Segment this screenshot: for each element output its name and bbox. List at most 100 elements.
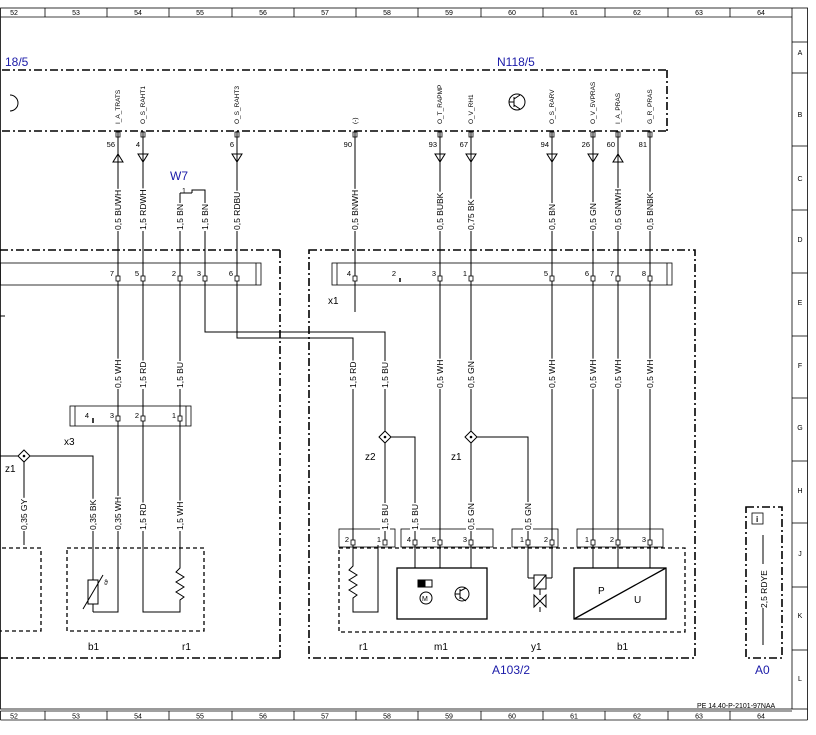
column-label: 52 xyxy=(10,10,18,17)
x1-pin-number: 6 xyxy=(585,269,589,278)
wire-label: 0,5 GN xyxy=(588,203,598,230)
x1-pin-number: 2 xyxy=(392,269,396,278)
a0-label: A0 xyxy=(755,663,770,677)
ecu-signal-name: G_R_PRAS xyxy=(647,89,654,124)
pump-motor-box xyxy=(396,567,488,620)
column-label: 56 xyxy=(259,10,267,17)
splice-z2-label: z2 xyxy=(365,452,376,463)
wires xyxy=(0,131,651,545)
wire-label: 1,5 RD xyxy=(138,362,148,388)
column-label: 64 xyxy=(757,714,765,721)
wire-label-bg xyxy=(588,202,598,231)
column-label: 58 xyxy=(383,10,391,17)
wire-label-bg xyxy=(175,361,185,389)
row-label: G xyxy=(797,425,802,432)
ecu-label: N118/5 xyxy=(497,55,535,69)
row-label: E xyxy=(798,300,803,307)
grid-ticks xyxy=(44,8,808,720)
wire-label: 1,5 RD xyxy=(348,362,358,388)
right-m1-label: m1 xyxy=(434,642,448,653)
x1-pin-socket xyxy=(647,275,653,282)
column-label: 54 xyxy=(134,10,142,17)
b1-pin-socket xyxy=(647,539,653,546)
wire-label-bg xyxy=(113,495,123,531)
ecu-pin-number: 60 xyxy=(607,140,615,149)
wire-label: 1,5 BN xyxy=(175,204,185,230)
ecu-signal-name: I_A_TRATS xyxy=(115,89,122,124)
y1-pin-number: 2 xyxy=(544,535,548,544)
ecu-box xyxy=(2,69,668,132)
wire-label: 1,5 BU xyxy=(175,362,185,388)
y1-pin-socket xyxy=(525,539,531,546)
x1-pin-socket xyxy=(115,275,121,282)
wire-label: 0,5 RDBU xyxy=(232,192,242,230)
ecu-signal-name: O_S_RAHT1 xyxy=(140,86,147,124)
thermistor-icon xyxy=(82,545,119,613)
wire-label: 1,5 BU xyxy=(410,504,420,530)
ecu-pin-number: 4 xyxy=(136,140,140,149)
column-label: 58 xyxy=(383,714,391,721)
wire-label-bg xyxy=(523,502,533,531)
column-label: 60 xyxy=(508,10,516,17)
wire-label: 0,35 BK xyxy=(88,499,98,530)
column-label: 63 xyxy=(695,714,703,721)
resistor-right-icon xyxy=(348,545,379,613)
ecu-transistor-icon xyxy=(508,93,526,111)
wire-label: 1,5 BU xyxy=(380,362,390,388)
left-r1-label: r1 xyxy=(182,642,191,653)
ecu-signal-name: O_S_RARV xyxy=(549,89,556,124)
wire-label: 1,5 RDWH xyxy=(138,189,148,230)
column-label: 61 xyxy=(570,714,578,721)
x1-pin-number: 4 xyxy=(347,269,351,278)
wire-label-bg xyxy=(588,358,598,389)
x3-pin-socket xyxy=(140,415,146,422)
harness-w7-label: W7 xyxy=(170,169,188,183)
b1-pin-number: 1 xyxy=(585,535,589,544)
x3-pin-number: 4 xyxy=(85,411,89,420)
wire-label-bg xyxy=(466,502,476,531)
component-headers xyxy=(338,528,664,548)
row-label: B xyxy=(798,112,803,119)
b1-pin-socket xyxy=(615,539,621,546)
column-label: 57 xyxy=(321,10,329,17)
doc-reference: PE 14.40-P-2101-97NAA xyxy=(697,703,776,710)
wire-label-bg xyxy=(138,360,148,389)
x1-pin-number: 3 xyxy=(197,269,201,278)
column-label: 52 xyxy=(10,714,18,721)
harness-w7-pin: 1 xyxy=(182,188,186,195)
x1-pin-socket xyxy=(177,275,183,282)
column-label: 55 xyxy=(196,714,204,721)
x1-pin-socket xyxy=(140,275,146,282)
wire-label-bg xyxy=(435,191,445,231)
column-label: 62 xyxy=(633,10,641,17)
b1-pin-socket xyxy=(590,539,596,546)
right-y1-label: y1 xyxy=(531,642,542,653)
r1-pin-number: 2 xyxy=(345,535,349,544)
ecu-pin-number: 93 xyxy=(429,140,437,149)
wire-label: 0,5 GN xyxy=(466,361,476,388)
wire-label: 1,5 BN xyxy=(200,204,210,230)
row-label: J xyxy=(798,551,802,558)
x1-pin-number: 7 xyxy=(110,269,114,278)
a103-boundary xyxy=(308,249,696,659)
wire-label-bg xyxy=(547,203,557,231)
wire-label-bg xyxy=(138,502,148,531)
ecu-signal-name: (-) xyxy=(352,118,359,125)
motor-icon xyxy=(417,579,433,605)
x3-pin-socket xyxy=(177,415,183,422)
wire-label: 0,5 WH xyxy=(613,360,623,388)
x1-pin-socket xyxy=(437,275,443,282)
row-label: H xyxy=(797,488,802,495)
wire-label: 0,5 GNWH xyxy=(613,189,623,230)
x1-pin-socket xyxy=(352,275,358,282)
wire-label-bg xyxy=(113,188,123,231)
wire-label-bg xyxy=(466,360,476,389)
connector-x3 xyxy=(69,405,192,427)
column-label: 61 xyxy=(570,10,578,17)
ecu-pins: 56I_A_TRATS4O_S_RAHT16O_S_RAHT390(-)93O_… xyxy=(107,81,654,163)
b1-p-label: P xyxy=(598,586,605,597)
